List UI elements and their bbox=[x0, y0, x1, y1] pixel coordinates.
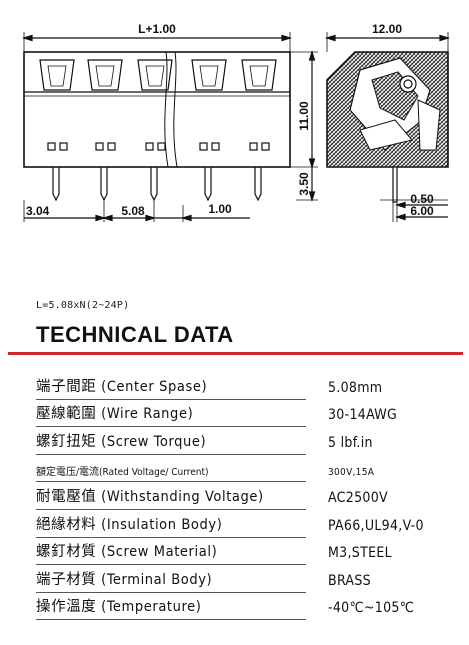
screw-opening bbox=[241, 59, 277, 91]
spec-row: 壓線範圍 (Wire Range) 30-14AWG bbox=[36, 400, 397, 428]
wire-entry-hole bbox=[107, 142, 116, 151]
spec-value: -40℃~105℃ bbox=[328, 600, 415, 617]
spec-value: BRASS bbox=[328, 572, 371, 589]
spec-row: 端子間距 (Center Spase) 5.08mm bbox=[36, 372, 382, 400]
screw-slot bbox=[145, 65, 165, 87]
pin bbox=[204, 167, 212, 202]
pin bbox=[100, 167, 108, 202]
spec-row: 螺釘材質 (Screw Material) M3,STEEL bbox=[36, 538, 392, 566]
spec-label: 螺釘扭矩 (Screw Torque) bbox=[36, 433, 207, 450]
heading-underline bbox=[8, 352, 463, 355]
pin bbox=[254, 167, 262, 202]
wire-entry-hole bbox=[145, 142, 154, 151]
wire-entry-hole bbox=[199, 142, 208, 151]
spec-value: 30-14AWG bbox=[328, 407, 398, 424]
wire-entry-hole bbox=[47, 142, 56, 151]
screw-slot bbox=[249, 65, 269, 87]
spec-label: 耐電壓值 (Withstanding Voltage) bbox=[36, 488, 264, 505]
spec-label: 端子材質 (Terminal Body) bbox=[36, 571, 213, 588]
wire-entry-hole bbox=[59, 142, 68, 151]
technical-drawing: L+1.00 11.00 3.50 3.04 5.08 1.00 12.00 0… bbox=[21, 22, 451, 222]
screw-slot bbox=[199, 65, 219, 87]
dim-total-length: L+1.00 bbox=[138, 22, 176, 36]
front-view bbox=[21, 32, 318, 222]
spec-row: 絕緣材料 (Insulation Body) PA66,UL94,V-0 bbox=[36, 510, 424, 538]
dim-pin-spacing: 1.00 bbox=[208, 202, 232, 216]
pin bbox=[150, 167, 158, 202]
dim-pin-offset: 3.04 bbox=[26, 204, 50, 218]
wire-entry-hole bbox=[261, 142, 270, 151]
spec-value: PA66,UL94,V-0 bbox=[328, 517, 424, 534]
screw-opening bbox=[191, 59, 227, 91]
dim-pitch: 5.08 bbox=[121, 204, 145, 218]
dim-depth: 12.00 bbox=[372, 22, 402, 36]
dim-height: 11.00 bbox=[297, 101, 311, 131]
spec-value: AC2500V bbox=[328, 489, 388, 506]
wire-entry-hole bbox=[211, 142, 220, 151]
section-heading: TECHNICAL DATA bbox=[36, 322, 234, 347]
spec-label: 額定電压/電流(Rated Voltage/ Current) bbox=[36, 467, 209, 479]
spec-row: 耐電壓值 (Withstanding Voltage) AC2500V bbox=[36, 482, 388, 510]
spec-row: 端子材質 (Terminal Body) BRASS bbox=[36, 565, 371, 593]
side-view bbox=[324, 32, 451, 222]
length-formula: L=5.08xN(2~24P) bbox=[36, 300, 130, 311]
spec-label: 操作溫度 (Temperature) bbox=[36, 599, 202, 616]
screw-opening bbox=[137, 59, 173, 91]
wire-entry-hole bbox=[249, 142, 258, 151]
spec-value: 5 lbf.in bbox=[328, 434, 373, 451]
dim-base-width: 6.00 bbox=[410, 204, 434, 218]
screw-slot bbox=[47, 65, 67, 87]
screw-opening bbox=[39, 59, 75, 91]
spec-value: 5.08mm bbox=[328, 379, 383, 396]
spec-table: 端子間距 (Center Spase) 5.08mm 壓線範圍 (Wire Rang… bbox=[36, 372, 466, 621]
spec-label: 絕緣材料 (Insulation Body) bbox=[36, 516, 223, 533]
spec-value: M3,STEEL bbox=[328, 545, 392, 562]
spec-label: 壓線範圍 (Wire Range) bbox=[36, 406, 194, 423]
screw-slot bbox=[95, 65, 115, 87]
spec-row: 額定電压/電流(Rated Voltage/ Current) 300V,15A bbox=[36, 455, 374, 483]
wire-entry-hole bbox=[95, 142, 104, 151]
wire-entry-hole bbox=[157, 142, 166, 151]
dim-pin-thickness: 0.50 bbox=[410, 192, 434, 206]
pin bbox=[52, 167, 60, 202]
spec-label: 端子間距 (Center Spase) bbox=[36, 378, 208, 395]
dim-pin-length: 3.50 bbox=[297, 172, 311, 196]
screw-opening bbox=[87, 59, 123, 91]
spec-label: 螺釘材質 (Screw Material) bbox=[36, 544, 218, 561]
spec-value: 300V,15A bbox=[328, 467, 375, 479]
spec-row: 螺釘扭矩 (Screw Torque) 5 lbf.in bbox=[36, 427, 373, 455]
spec-row: 操作溫度 (Temperature) -40℃~105℃ bbox=[36, 593, 414, 621]
